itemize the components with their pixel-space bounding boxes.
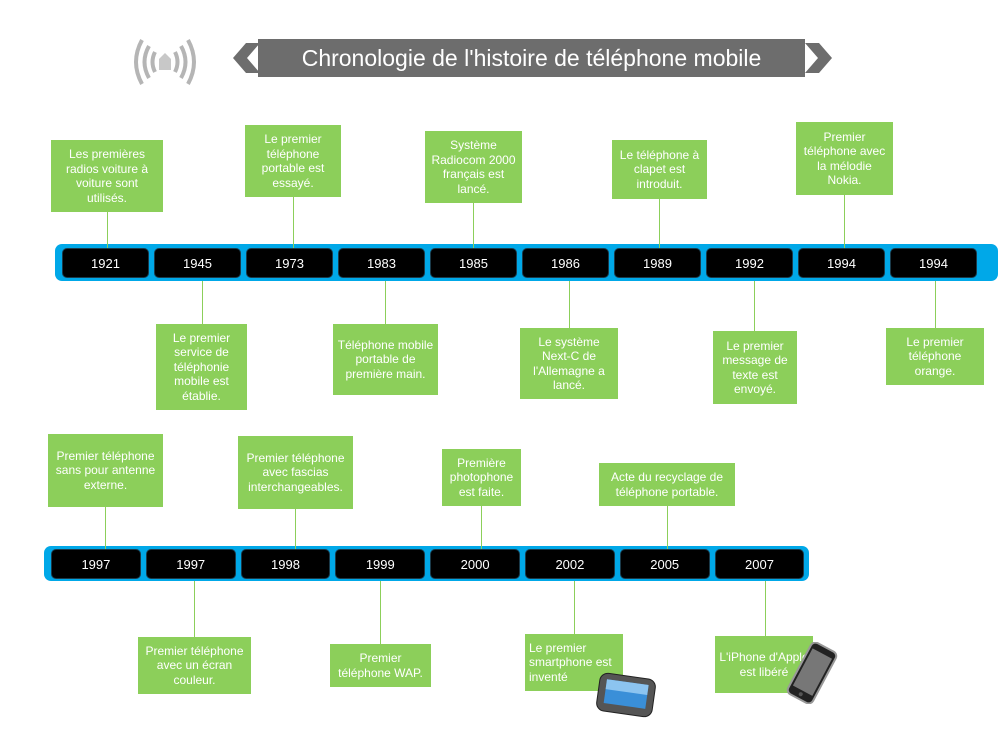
- event-box: Premier téléphone avec fascias interchan…: [238, 436, 353, 509]
- event-box: Le premier téléphone orange.: [886, 328, 984, 385]
- title-left-diamond: [233, 41, 267, 75]
- event-text: Première photophone est faite.: [449, 455, 514, 499]
- event-box: Le système Next-C de l'Allemagne a lancé…: [520, 328, 618, 399]
- connector-line: [481, 506, 482, 549]
- signal-icon: [128, 34, 202, 90]
- event-text: Premier téléphone WAP.: [338, 651, 423, 680]
- year-label: 2005: [619, 549, 710, 579]
- smartphone-image: [594, 670, 658, 720]
- connector-line: [107, 212, 108, 248]
- event-box: Le téléphone à clapet est introduit.: [612, 140, 707, 199]
- event-text: Le premier service de téléphonie mobile …: [172, 330, 231, 403]
- event-text: Premier téléphone sans pour antenne exte…: [55, 448, 156, 492]
- connector-line: [659, 199, 660, 248]
- event-box: Les premières radios voiture à voiture s…: [51, 140, 163, 212]
- event-box: Première photophone est faite.: [442, 449, 521, 506]
- year-label: 2002: [525, 549, 615, 579]
- event-box: Premier téléphone avec la mélodie Nokia.: [796, 122, 893, 195]
- connector-line: [293, 197, 294, 248]
- year-label: 1983: [338, 248, 425, 278]
- year-label: 1998: [240, 549, 331, 579]
- event-text: Le premier smartphone est inventé: [529, 640, 612, 684]
- year-label: 1997: [145, 549, 236, 579]
- event-box: Premier téléphone WAP.: [330, 644, 431, 687]
- event-box: Acte du recyclage de téléphone portable.: [599, 463, 735, 506]
- event-text: Le système Next-C de l'Allemagne a lancé…: [533, 334, 605, 393]
- connector-line: [380, 581, 381, 644]
- event-text: L'iPhone d'Apple est libéré: [719, 650, 809, 679]
- event-box: Le premier smartphone est inventé: [525, 634, 623, 691]
- event-text: Les premières radios voiture à voiture s…: [65, 147, 149, 205]
- event-box: L'iPhone d'Apple est libéré: [715, 636, 813, 693]
- connector-line: [574, 581, 575, 634]
- year-label: 1973: [246, 248, 333, 278]
- event-box: Le premier téléphone portable est essayé…: [245, 125, 341, 197]
- year-label: 1997: [51, 549, 141, 579]
- connector-line: [667, 506, 668, 549]
- event-text: Premier téléphone avec un écran couleur.: [145, 643, 244, 687]
- event-text: Système Radiocom 2000 français est lancé…: [431, 138, 516, 196]
- event-text: Téléphone mobile portable de première ma…: [337, 337, 434, 381]
- connector-line: [194, 581, 195, 637]
- connector-line: [844, 195, 845, 248]
- year-label: 1989: [614, 248, 701, 278]
- connector-line: [105, 507, 106, 549]
- event-text: Le premier téléphone portable est essayé…: [261, 132, 325, 190]
- event-text: Le premier téléphone orange.: [906, 334, 964, 378]
- event-box: Le premier message de texte est envoyé.: [713, 331, 797, 404]
- connector-line: [569, 281, 570, 328]
- event-box: Premier téléphone sans pour antenne exte…: [48, 434, 163, 507]
- connector-line: [765, 581, 766, 636]
- year-label: 1921: [62, 248, 149, 278]
- event-box: Téléphone mobile portable de première ma…: [333, 324, 438, 395]
- title-right-diamond: [798, 41, 832, 75]
- iphone-image: [780, 641, 844, 705]
- event-box: Système Radiocom 2000 français est lancé…: [425, 131, 522, 203]
- event-text: Le premier message de texte est envoyé.: [722, 338, 788, 397]
- page-title: Chronologie de l'histoire de téléphone m…: [258, 39, 805, 77]
- year-label: 1945: [154, 248, 241, 278]
- connector-line: [473, 203, 474, 248]
- event-text: Le téléphone à clapet est introduit.: [619, 147, 700, 191]
- connector-line: [935, 281, 936, 328]
- event-box: Le premier service de téléphonie mobile …: [156, 324, 247, 410]
- connector-line: [385, 281, 386, 324]
- year-label: 2000: [430, 549, 520, 579]
- connector-line: [295, 509, 296, 549]
- year-label: 2007: [714, 549, 805, 579]
- event-text: Premier téléphone avec la mélodie Nokia.: [803, 129, 886, 188]
- year-label: 1999: [335, 549, 426, 579]
- year-label: 1992: [706, 248, 793, 278]
- year-label: 1994: [798, 248, 885, 278]
- event-text: Acte du recyclage de téléphone portable.: [610, 470, 724, 499]
- event-text: Premier téléphone avec fascias interchan…: [246, 450, 345, 494]
- year-label: 1994: [890, 248, 977, 278]
- year-label: 1986: [522, 248, 609, 278]
- connector-line: [754, 281, 755, 331]
- event-box: Premier téléphone avec un écran couleur.: [138, 637, 251, 694]
- year-label: 1985: [430, 248, 517, 278]
- connector-line: [202, 281, 203, 324]
